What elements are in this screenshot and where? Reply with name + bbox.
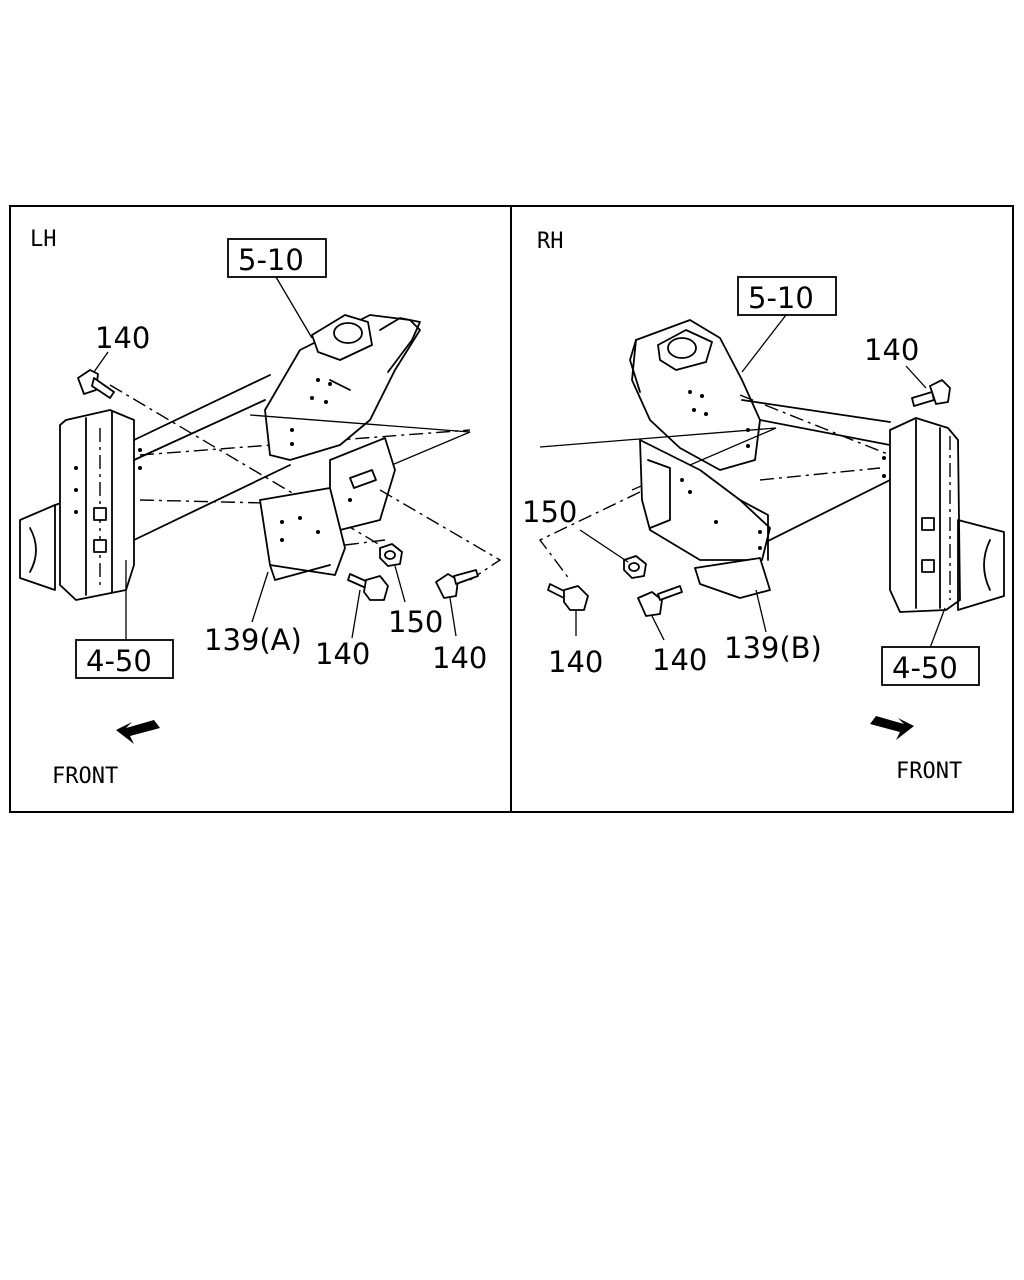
- rh-bolt-140-top: [911, 379, 951, 407]
- rh-frame-ref-label[interactable]: 5-10: [748, 281, 814, 315]
- rh-crossmember-ref-label[interactable]: 4-50: [892, 651, 958, 685]
- rh-crossmember-ref-box: [881, 646, 980, 686]
- lh-nut-label[interactable]: 150: [388, 605, 443, 639]
- rh-bracket-139b: [639, 439, 771, 599]
- lh-bolt-140-right: [435, 569, 479, 599]
- lh-bolt-140-top: [77, 369, 115, 399]
- rh-bolt-140-left: [547, 583, 589, 611]
- lh-panel: LH 5-10: [19, 227, 502, 789]
- rh-frame-rail: [957, 519, 1005, 611]
- rh-bracket-label[interactable]: 139(B): [724, 631, 822, 665]
- lh-engine-mount: [264, 314, 421, 461]
- rh-front-label: FRONT: [896, 759, 962, 784]
- lh-front-label: FRONT: [52, 764, 118, 789]
- lh-nut-150: [379, 543, 403, 567]
- rh-bolt-mid-label[interactable]: 140: [652, 643, 707, 677]
- rh-side-label: RH: [537, 229, 564, 254]
- rh-bolt-left-label[interactable]: 140: [548, 645, 603, 679]
- rh-front-arrow-icon: [870, 716, 914, 740]
- lh-bolt-top-label[interactable]: 140: [95, 321, 150, 355]
- lh-bolt-140-mid: [347, 573, 389, 601]
- lh-crossmember-ref-label[interactable]: 4-50: [86, 644, 152, 678]
- rh-nut-label[interactable]: 150: [522, 495, 577, 529]
- lh-bolt-right-label[interactable]: 140: [432, 641, 487, 675]
- rh-bolt-140-mid: [637, 585, 683, 617]
- lh-frame-ref-label[interactable]: 5-10: [238, 243, 304, 277]
- lh-crossmember-post: [59, 409, 142, 601]
- lh-crossmember-ref-box: [75, 639, 174, 679]
- rh-panel: RH 5-10: [522, 229, 1005, 784]
- rh-frame-ref-box: [737, 276, 837, 316]
- lh-bolt-mid-label[interactable]: 140: [315, 637, 370, 671]
- lh-front-arrow-icon: [116, 720, 160, 744]
- lh-bracket-139a: [259, 437, 396, 581]
- lh-side-label: LH: [30, 227, 57, 252]
- lh-frame-ref-box: [227, 238, 327, 278]
- rh-crossmember-post: [882, 417, 961, 613]
- rh-bolt-top-label[interactable]: 140: [864, 333, 919, 367]
- rh-nut-150: [623, 555, 647, 579]
- lh-bracket-label[interactable]: 139(A): [204, 623, 302, 657]
